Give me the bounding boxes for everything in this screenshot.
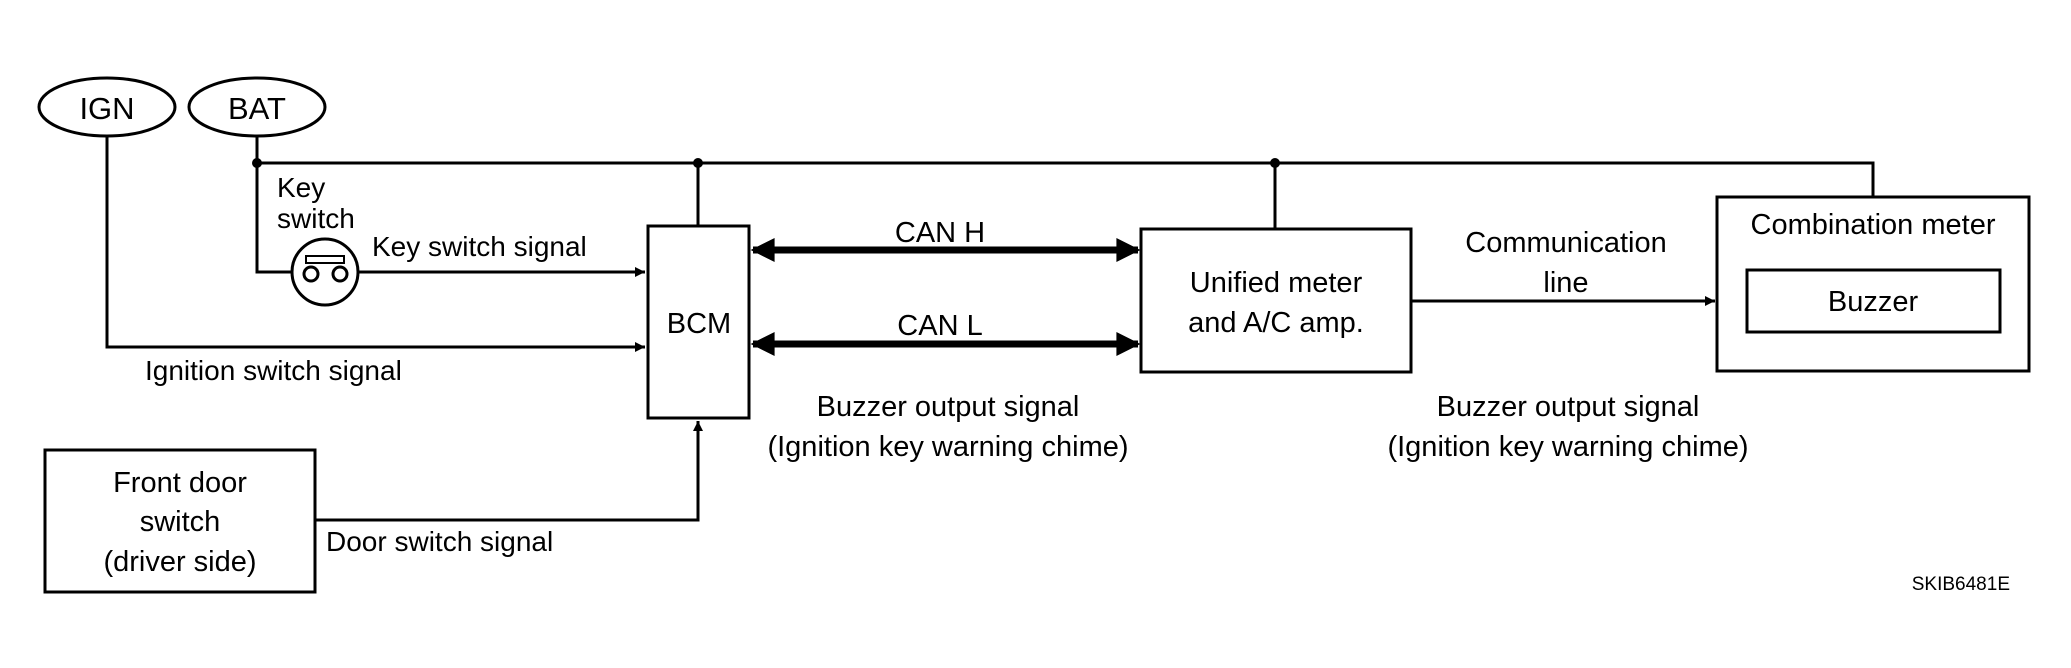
communication-label-line2: line [1543, 267, 1588, 299]
combination-meter-label: Combination meter [1751, 209, 1996, 241]
unified-meter-label-line1: Unified meter [1190, 267, 1363, 299]
bcm-box [646, 224, 751, 420]
key-switch-contact-bar [305, 255, 345, 264]
ign-label: IGN [79, 91, 134, 126]
door-switch-signal-wire [315, 421, 703, 522]
front-door-label-line2: switch [140, 506, 221, 538]
bat-supply-bus [255, 136, 1875, 197]
bat-label: BAT [228, 91, 286, 126]
key-switch-signal-label: Key switch signal [372, 231, 587, 262]
front-door-label-line3: (driver side) [103, 546, 256, 578]
can-h-label: CAN H [895, 217, 985, 249]
meter-output-label-line1: Buzzer output signal [1437, 391, 1700, 423]
can-l-label: CAN L [897, 310, 982, 342]
key-switch-contact-right [331, 265, 349, 283]
bcm-label: BCM [667, 308, 731, 340]
ignition-signal-label: Ignition switch signal [145, 355, 402, 386]
communication-label-line1: Communication [1465, 227, 1666, 259]
key-switch-wire [255, 163, 292, 274]
bcm-output-label-line1: Buzzer output signal [817, 391, 1080, 423]
unified-meter-label-line2: and A/C amp. [1188, 307, 1364, 339]
bcm-junction-dot [693, 158, 703, 168]
door-switch-signal-label: Door switch signal [326, 526, 553, 557]
meter-output-label-line2: (Ignition key warning chime) [1387, 431, 1748, 463]
buzzer-box [1745, 268, 2002, 334]
unified-meter-box [1139, 227, 1413, 374]
bcm-output-label-line2: (Ignition key warning chime) [767, 431, 1128, 463]
ignition-signal-wire [105, 136, 645, 352]
figure-code: SKIB6481E [1912, 574, 2010, 595]
key-switch-contact-left [302, 265, 320, 283]
key-switch-label-line1: Key [277, 172, 325, 203]
buzzer-label: Buzzer [1828, 286, 1919, 318]
key-switch-label-line2: switch [277, 203, 355, 234]
front-door-label-line1: Front door [113, 467, 247, 499]
meter-junction-dot [1270, 158, 1280, 168]
